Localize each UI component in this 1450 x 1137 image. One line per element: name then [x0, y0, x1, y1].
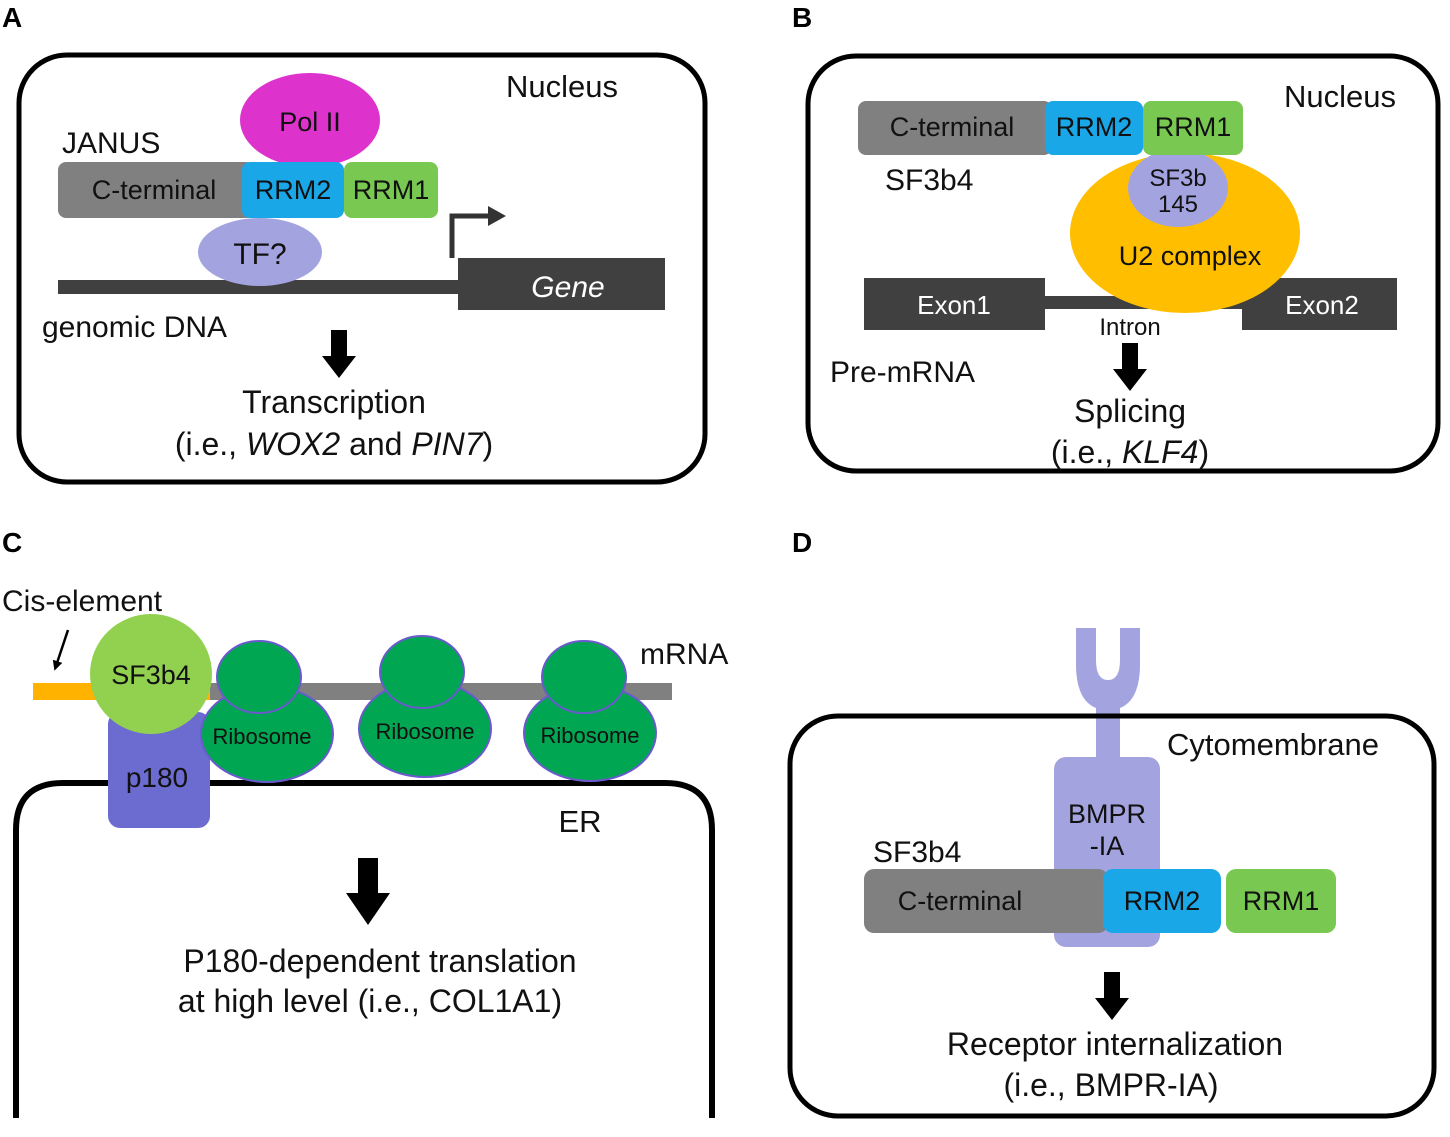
tss-arrowhead — [488, 206, 506, 226]
sf3b4-d-c-terminal — [864, 869, 1108, 933]
sf3b4-ball-label: SF3b4 — [111, 660, 191, 690]
janus-rrm1-label: RRM1 — [353, 175, 430, 205]
outcome-b-line2: (i.e., KLF4) — [1051, 434, 1209, 470]
p180-label: p180 — [126, 762, 188, 793]
ribosome-3-label: Ribosome — [540, 723, 639, 748]
panel-a-label: A — [2, 2, 22, 33]
panel-c-label: C — [2, 527, 22, 558]
mrna-label: mRNA — [640, 638, 728, 671]
sf3b4-b-rrm1-label: RRM1 — [1155, 112, 1232, 142]
tf-label: TF? — [233, 238, 286, 271]
janus-c-terminal — [58, 162, 254, 218]
arrow-d — [1095, 972, 1129, 1020]
cis-element-label: Cis-element — [2, 585, 163, 618]
p180 — [108, 712, 210, 828]
gene-label: Gene — [531, 271, 604, 304]
outcome-a-line2: (i.e., WOX2 and PIN7) — [175, 426, 493, 462]
ribosome-2: Ribosome — [358, 635, 492, 778]
outcome-d-line2: (i.e., BMPR-IA) — [1003, 1067, 1218, 1103]
pol-ii-label: Pol II — [279, 107, 341, 137]
ribosome-1-label: Ribosome — [212, 724, 311, 749]
cis-pointer-arrow — [52, 629, 70, 671]
pre-mrna-label: Pre-mRNA — [830, 356, 975, 389]
nucleus-b-boundary — [805, 53, 1441, 474]
outcome-c-line2: at high level (i.e., COL1A1) — [178, 983, 562, 1019]
intron-label: Intron — [1099, 314, 1160, 341]
bmpr-ia-label-line1: BMPR — [1068, 799, 1146, 829]
sf3b4-b-c-terminal-label: C-terminal — [890, 112, 1015, 142]
sf3b4-d-c-terminal-label: C-terminal — [898, 886, 1023, 916]
sf3b4-b-rrm1 — [1143, 101, 1243, 155]
sf3b4-d-rrm2 — [1103, 869, 1221, 933]
sf3b4-b-label: SF3b4 — [885, 164, 973, 197]
er-membrane — [13, 780, 715, 1118]
sf3b4-b-c-terminal — [858, 101, 1052, 155]
sf3b4-b-rrm2-label: RRM2 — [1056, 112, 1133, 142]
outcome-c-line1: P180-dependent translation — [183, 943, 576, 979]
panel-b: B Nucleus Exon1 Exon2 U2 complex SF3b 14… — [792, 2, 1441, 474]
outcome-d-line1: Receptor internalization — [947, 1026, 1283, 1062]
cytomembrane-label: Cytomembrane — [1167, 727, 1379, 762]
exon1-label: Exon1 — [917, 290, 991, 320]
nucleus-a-boundary — [16, 52, 708, 485]
gene-box — [458, 258, 665, 310]
exon2-label: Exon2 — [1285, 290, 1359, 320]
sf3b145-label-line1: SF3b — [1149, 165, 1206, 192]
u2-complex — [1070, 153, 1300, 313]
janus-c-terminal-label: C-terminal — [92, 175, 217, 205]
arrow-c — [346, 858, 390, 925]
panel-a: A Nucleus JANUS Pol II Gene TF? C-termin… — [2, 2, 708, 485]
u2-complex-label: U2 complex — [1119, 241, 1262, 271]
outcome-b-line1: Splicing — [1074, 393, 1186, 429]
panel-b-label: B — [792, 2, 812, 33]
ribosome-2-label: Ribosome — [375, 719, 474, 744]
janus-rrm1 — [344, 162, 438, 218]
tss-arrow — [449, 213, 490, 258]
janus-rrm2 — [242, 162, 344, 218]
ribosome-1: Ribosome — [200, 640, 334, 783]
er-label: ER — [558, 804, 601, 839]
sf3b4-ball — [90, 614, 212, 734]
outcome-a-line1: Transcription — [242, 384, 426, 420]
receptor-y-arms — [1076, 628, 1140, 762]
genomic-dna-label: genomic DNA — [42, 311, 227, 344]
bmpr-ia-label-line2: -IA — [1090, 831, 1125, 861]
genomic-dna-line — [58, 280, 478, 294]
sf3b145 — [1128, 149, 1228, 227]
arrow-b — [1113, 343, 1147, 391]
sf3b4-d-rrm1-label: RRM1 — [1243, 886, 1320, 916]
arrow-a — [322, 330, 356, 378]
nucleus-b-label: Nucleus — [1284, 79, 1396, 114]
janus-label: JANUS — [62, 127, 160, 160]
ribosome-3: Ribosome — [523, 640, 657, 782]
tf-question — [198, 218, 322, 286]
nucleus-a-label: Nucleus — [506, 69, 618, 104]
sf3b4-d-label: SF3b4 — [873, 836, 961, 869]
panel-d: D Cytomembrane BMPR -IA SF3b4 C-terminal… — [787, 527, 1437, 1119]
pol-ii — [240, 73, 380, 167]
sf3b4-d-rrm1 — [1226, 869, 1336, 933]
sf3b4-b-rrm2 — [1045, 101, 1143, 155]
sf3b4-d-rrm2-label: RRM2 — [1124, 886, 1201, 916]
cytomembrane-boundary — [787, 713, 1437, 1119]
panel-d-label: D — [792, 527, 812, 558]
janus-rrm2-label: RRM2 — [255, 175, 332, 205]
panel-c: C ER mRNA Cis-element p180 SF3b4 Ribosom… — [2, 527, 728, 1118]
exon1-box — [864, 278, 1045, 330]
sf3b145-label-line2: 145 — [1158, 191, 1198, 218]
